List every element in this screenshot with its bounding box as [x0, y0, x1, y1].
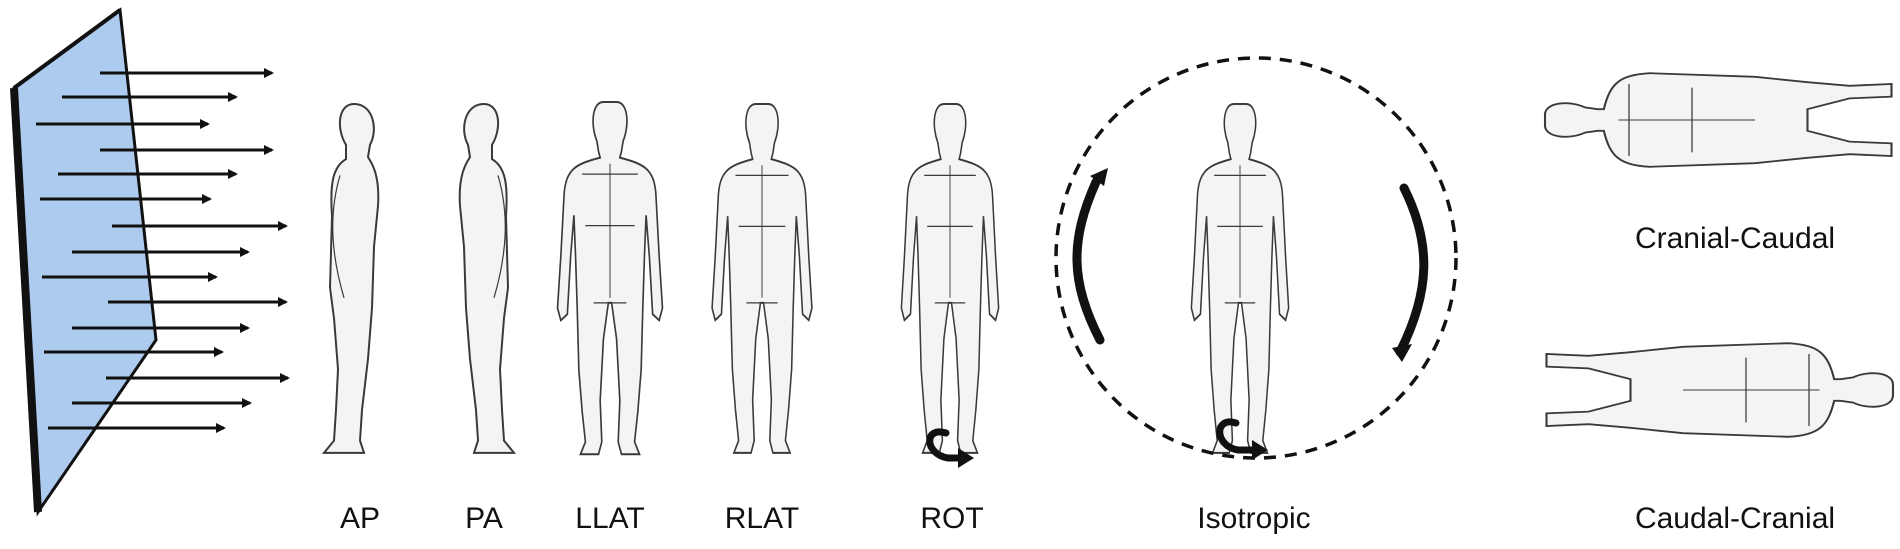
label-rlat: RLAT: [724, 502, 800, 535]
label-caudal-cranial: Caudal-Cranial: [1634, 502, 1836, 535]
human-figure-icon: [322, 102, 380, 454]
human-figure-icon: [900, 102, 1000, 454]
parallel-beam-arrows: [36, 68, 290, 433]
label-pa: PA: [465, 502, 503, 535]
human-figure-icon: [1543, 72, 1893, 168]
human-figure-icon: [458, 102, 516, 454]
human-figure-icon: [556, 100, 664, 456]
label-rot: ROT: [920, 502, 984, 535]
human-figure-icon: [1545, 342, 1895, 438]
label-ap: AP: [339, 502, 381, 535]
rotation-arrow-icon: [926, 428, 966, 462]
label-isotropic: Isotropic: [1197, 502, 1311, 535]
label-llat: LLAT: [575, 502, 645, 535]
human-figure-icon: [1190, 102, 1290, 454]
rotation-arrow-head: [958, 448, 974, 468]
rotation-arrow-head: [1252, 440, 1268, 460]
plane-source-icon: [10, 7, 158, 517]
rotation-arrow-icon: [1216, 418, 1260, 454]
human-figure-icon: [711, 102, 813, 454]
label-cranial-caudal: Cranial-Caudal: [1634, 222, 1836, 255]
isotropic-circle-icon: [1054, 56, 1458, 460]
